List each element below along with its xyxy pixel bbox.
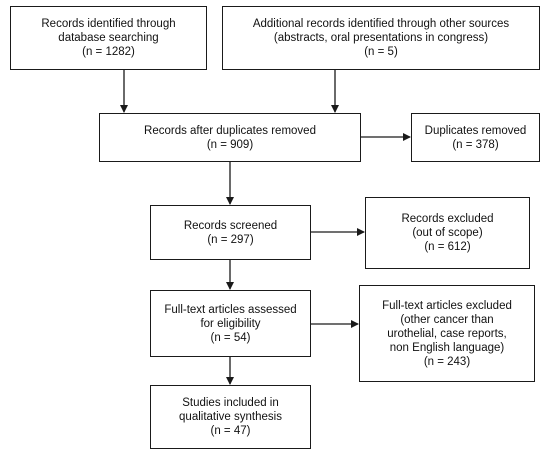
box-line: (n = 54) (210, 331, 251, 344)
box-line: (n = 243) (423, 355, 471, 368)
box-line: for eligibility (200, 317, 261, 330)
box-line: Additional records identified through ot… (252, 18, 510, 30)
box-records-excluded: Records excluded (out of scope) (n = 612… (365, 197, 530, 269)
box-line: Records excluded (401, 213, 494, 225)
box-line: Studies included in (182, 397, 279, 409)
box-fulltext-assessed: Full-text articles assessed for eligibil… (150, 290, 311, 357)
box-line: qualitative synthesis (179, 411, 282, 423)
box-line: Full-text articles assessed (164, 303, 297, 316)
box-duplicates-removed: Duplicates removed (n = 378) (411, 113, 540, 162)
box-line: urothelial, case reports, (387, 327, 507, 340)
box-records-screened: Records screened (n = 297) (150, 205, 311, 260)
box-line: (abstracts, oral presentations in congre… (273, 32, 489, 44)
box-line: (n = 378) (452, 138, 499, 151)
box-line: (n = 297) (207, 233, 254, 246)
box-line: (n = 47) (210, 425, 251, 437)
box-line: non English language) (389, 341, 505, 354)
box-fulltext-excluded: Full-text articles excluded (other cance… (359, 285, 535, 382)
box-line: (out of scope) (412, 227, 483, 239)
box-line: Duplicates removed (424, 124, 527, 137)
box-line: Records screened (183, 219, 278, 232)
box-line: Records after duplicates removed (144, 124, 316, 137)
box-line: (n = 909) (206, 138, 254, 151)
box-line: (n = 612) (424, 241, 471, 253)
box-additional-records-other-sources: Additional records identified through ot… (222, 6, 540, 70)
box-studies-included: Studies included in qualitative synthesi… (150, 385, 311, 449)
box-line: Records identified through (41, 18, 176, 30)
box-line: Full-text articles excluded (382, 299, 512, 312)
box-records-identified-database: Records identified through database sear… (10, 6, 207, 70)
box-line: database searching (58, 32, 159, 44)
box-records-after-duplicates: Records after duplicates removed (n = 90… (99, 113, 361, 162)
box-line: (n = 5) (364, 46, 398, 58)
box-line: (other cancer than (400, 313, 494, 326)
box-line: (n = 1282) (82, 46, 135, 58)
